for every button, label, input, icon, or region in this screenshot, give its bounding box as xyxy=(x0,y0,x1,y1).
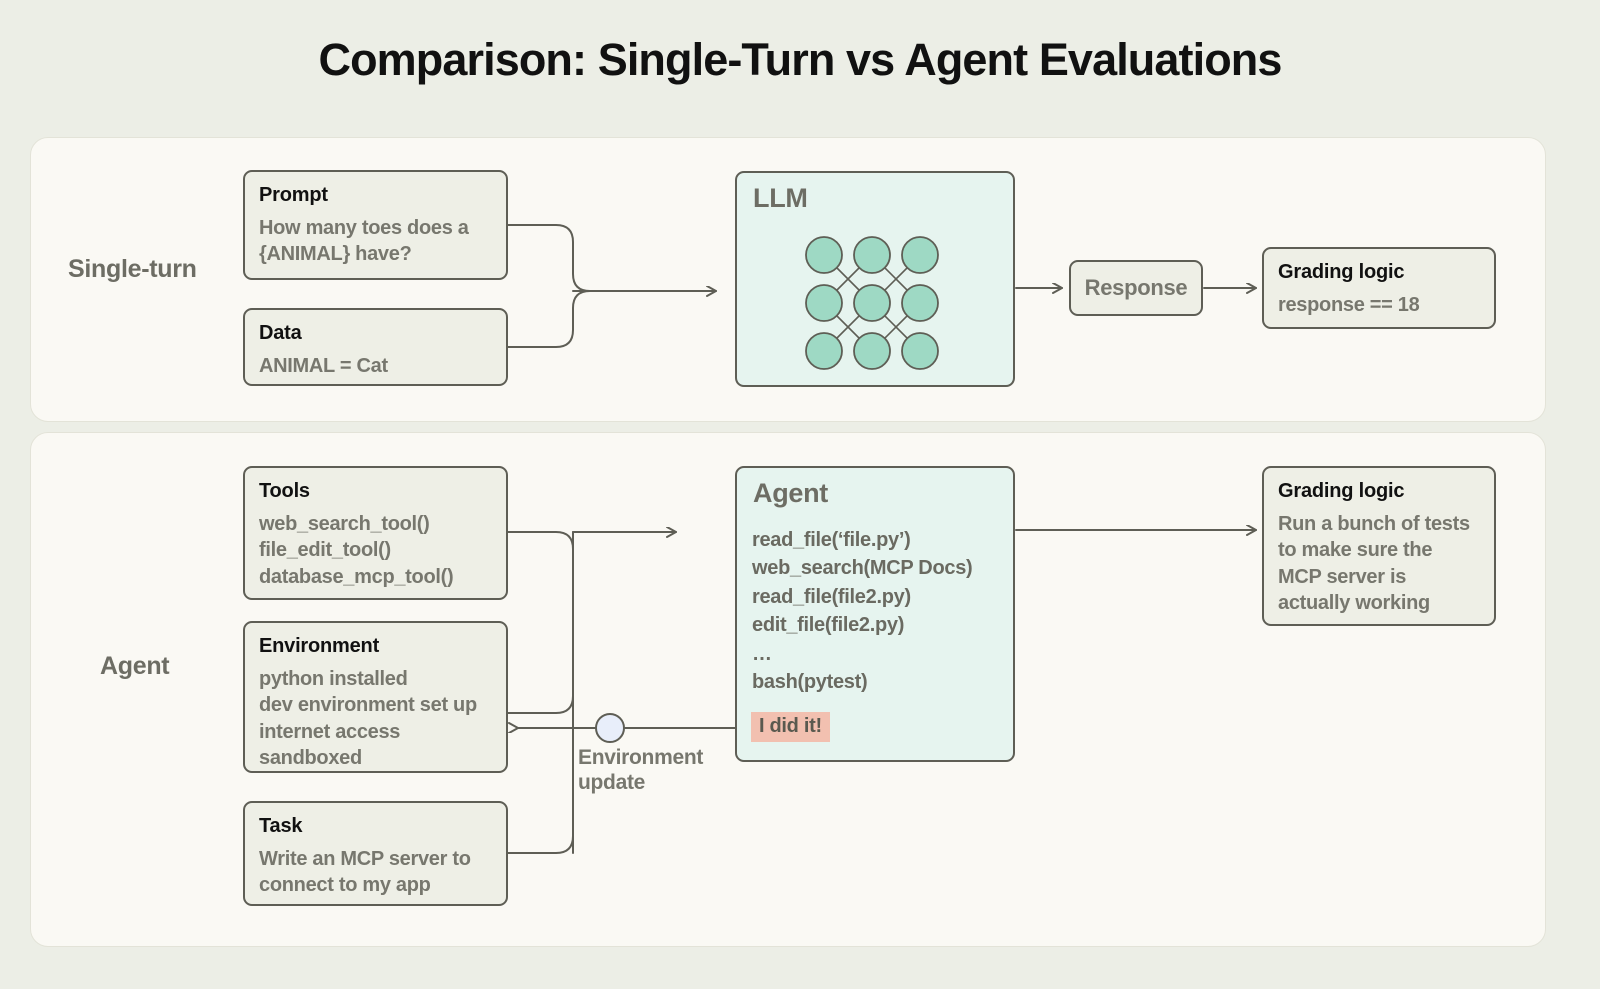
agent-final-message: I did it! xyxy=(751,712,830,742)
card-grading-single-title: Grading logic xyxy=(1278,261,1405,283)
agent-trace: read_file(‘file.py’) web_search(MCP Docs… xyxy=(752,529,973,693)
card-prompt: Prompt How many toes does a {ANIMAL} hav… xyxy=(243,170,508,280)
card-environment-title: Environment xyxy=(259,635,380,657)
card-grading-agent-title: Grading logic xyxy=(1278,480,1405,502)
card-task: Task Write an MCP server to connect to m… xyxy=(243,801,508,906)
card-prompt-title: Prompt xyxy=(259,184,328,206)
section-label-agent: Agent xyxy=(100,652,170,680)
card-grading-agent-body: Run a bunch of tests to make sure the MC… xyxy=(1278,513,1470,615)
card-data-title: Data xyxy=(259,322,302,344)
card-environment: Environment python installed dev environ… xyxy=(243,621,508,773)
response-pill: Response xyxy=(1069,260,1203,316)
card-environment-body: python installed dev environment set up … xyxy=(259,668,477,770)
agent-box: Agent read_file(‘file.py’) web_search(MC… xyxy=(735,466,1015,762)
card-tools-title: Tools xyxy=(259,480,310,502)
page-title: Comparison: Single-Turn vs Agent Evaluat… xyxy=(318,34,1282,85)
card-data-body: ANIMAL = Cat xyxy=(259,355,388,377)
environment-update-label: Environment update xyxy=(578,746,704,795)
llm-box: LLM xyxy=(735,171,1015,387)
card-task-title: Task xyxy=(259,815,303,837)
card-grading-logic-agent: Grading logic Run a bunch of tests to ma… xyxy=(1262,466,1496,626)
card-data: Data ANIMAL = Cat xyxy=(243,308,508,386)
agent-box-title: Agent xyxy=(753,478,828,508)
section-label-single-turn: Single-turn xyxy=(68,255,197,283)
neural-network-icon xyxy=(805,236,939,370)
card-task-body: Write an MCP server to connect to my app xyxy=(259,848,471,897)
card-tools: Tools web_search_tool() file_edit_tool()… xyxy=(243,466,508,600)
card-tools-body: web_search_tool() file_edit_tool() datab… xyxy=(259,513,454,588)
card-prompt-body: How many toes does a {ANIMAL} have? xyxy=(259,217,469,266)
card-grading-logic-single: Grading logic response == 18 xyxy=(1262,247,1496,329)
card-grading-single-body: response == 18 xyxy=(1278,294,1420,316)
llm-title: LLM xyxy=(753,183,808,213)
